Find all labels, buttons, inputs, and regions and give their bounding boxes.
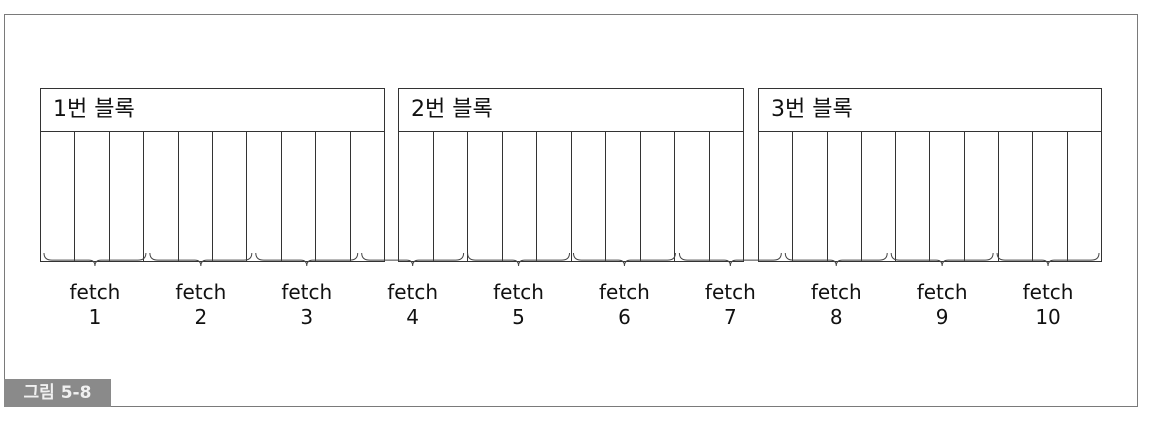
fetch-number: 9 xyxy=(935,305,949,329)
block-cell xyxy=(213,132,248,261)
block-cell xyxy=(316,132,351,261)
block-cell xyxy=(399,132,434,261)
fetch-text: fetch xyxy=(704,280,756,304)
block-cell xyxy=(537,132,572,261)
block-cell xyxy=(503,132,537,261)
block-cell xyxy=(282,132,317,261)
block-cell xyxy=(572,132,606,261)
block-cell xyxy=(110,132,145,261)
block-cell xyxy=(144,132,179,261)
fetch-brace xyxy=(678,252,782,267)
block-cells xyxy=(399,132,743,261)
block-cell xyxy=(606,132,641,261)
block-title: 2번 블록 xyxy=(399,89,743,132)
block-cell xyxy=(1033,132,1068,261)
fetch-number: 8 xyxy=(829,305,843,329)
block-cell xyxy=(41,132,76,261)
fetch-brace xyxy=(890,252,994,267)
block-cell xyxy=(434,132,468,261)
fetch-text: fetch xyxy=(599,280,650,304)
block-1: 1번 블록 xyxy=(40,88,385,262)
figure-frame: 1번 블록 2번 블록 3번 블록 xyxy=(4,14,1138,407)
fetch-brace xyxy=(361,252,465,267)
fetch-text: fetch xyxy=(387,280,439,304)
fetch-text: fetch xyxy=(175,280,227,304)
fetch-text: fetch xyxy=(69,280,121,304)
block-cell xyxy=(828,132,862,261)
fetch-number: 2 xyxy=(194,305,208,329)
block-cell xyxy=(75,132,110,261)
fetch-text: fetch xyxy=(810,280,862,304)
block-cell xyxy=(965,132,1000,261)
fetch-text: fetch xyxy=(493,280,544,304)
fetch-brace xyxy=(43,252,147,267)
block-cell xyxy=(247,132,282,261)
block-cell xyxy=(930,132,965,261)
block-3: 3번 블록 xyxy=(758,88,1102,262)
fetch-number: 4 xyxy=(406,305,419,329)
fetch-number: 6 xyxy=(618,305,631,329)
fetch-text: fetch xyxy=(281,280,333,304)
fetch-brace xyxy=(149,252,253,267)
block-2: 2번 블록 xyxy=(398,88,744,262)
block-cell xyxy=(641,132,675,261)
block-cell xyxy=(793,132,828,261)
fetch-brace xyxy=(467,252,570,267)
fetch-number: 10 xyxy=(1035,305,1061,329)
block-cells xyxy=(41,132,384,261)
fetch-number: 1 xyxy=(88,305,102,329)
fetch-number: 3 xyxy=(300,305,314,329)
fetch-brace xyxy=(996,252,1100,267)
block-cell xyxy=(179,132,214,261)
block-cell xyxy=(468,132,503,261)
block-cell xyxy=(759,132,794,261)
fetch-number: 7 xyxy=(723,305,737,329)
fetch-number: 5 xyxy=(512,305,525,329)
fetch-brace xyxy=(784,252,888,267)
block-cell xyxy=(896,132,931,261)
block-cell xyxy=(862,132,897,261)
block-cells xyxy=(759,132,1101,261)
fetch-text: fetch xyxy=(1022,280,1074,304)
block-cell xyxy=(999,132,1034,261)
fetch-brace xyxy=(255,252,359,267)
fetch-brace xyxy=(573,252,676,267)
block-title: 1번 블록 xyxy=(41,89,384,132)
block-title: 3번 블록 xyxy=(759,89,1101,132)
figure-label: 그림 5-8 xyxy=(4,379,111,407)
fetch-text: fetch xyxy=(916,280,968,304)
block-cell xyxy=(675,132,710,261)
